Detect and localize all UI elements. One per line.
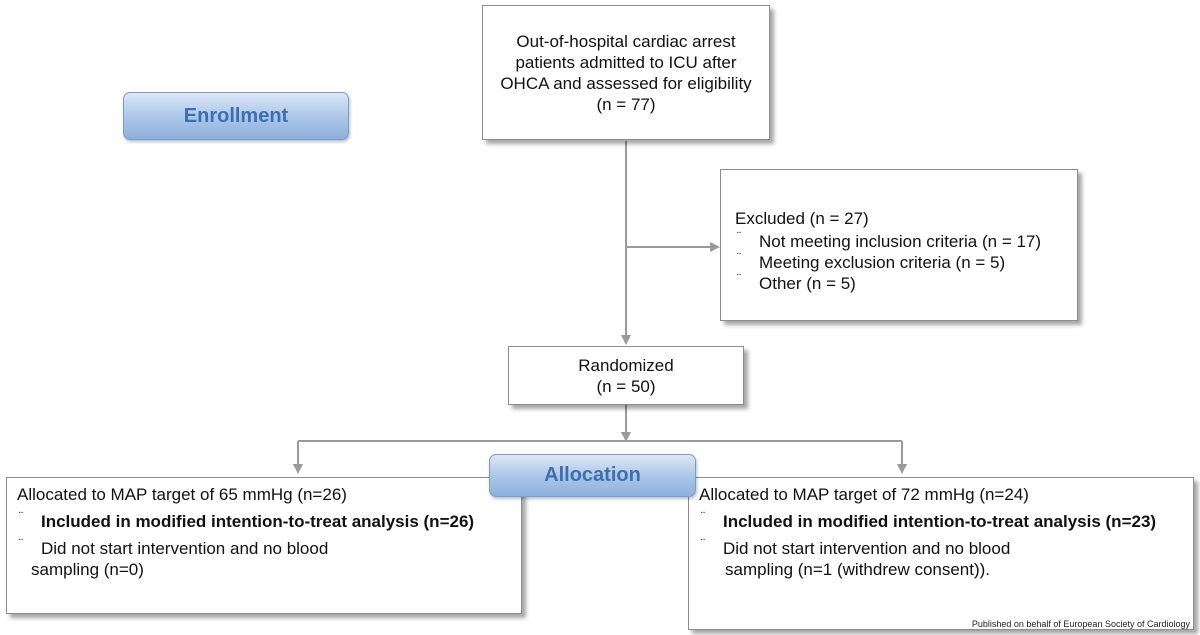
assessed-count: (n = 77) (596, 94, 656, 114)
arm-72-box: Allocated to MAP target of 72 mmHg (n=24… (688, 477, 1194, 630)
arm-65-item: ¨ Did not start intervention and no bloo… (17, 536, 511, 559)
allocation-stage-label: Allocation (489, 454, 696, 497)
arm-72-item-text: Included in modified intention-to-treat … (723, 512, 1157, 531)
excluded-item-text: Other (n = 5) (759, 274, 856, 293)
arm-72-item-text: Did not start intervention and no blood (723, 539, 1011, 558)
excluded-box: Excluded (n = 27) ¨ Not meeting inclusio… (720, 169, 1078, 321)
assessed-text: Out-of-hospital cardiac arrest patients … (500, 31, 752, 93)
bullet-icon: ¨ (19, 536, 23, 550)
arm-72-title: Allocated to MAP target of 72 mmHg (n=24… (699, 485, 1029, 504)
excluded-item-text: Meeting exclusion criteria (n = 5) (759, 253, 1006, 272)
enrollment-label: Enrollment (183, 104, 289, 127)
excluded-item: ¨ Not meeting inclusion criteria (n = 17… (735, 229, 1063, 252)
arm-65-item-continuation: sampling (n=0) (31, 560, 144, 579)
arm-65-item-text: Did not start intervention and no blood (41, 539, 329, 558)
excluded-item-text: Not meeting inclusion criteria (n = 17) (759, 232, 1042, 251)
allocation-label: Allocation (544, 464, 641, 486)
excluded-title: Excluded (n = 27) (735, 209, 869, 228)
bullet-icon: ¨ (19, 509, 23, 523)
assessed-box: Out-of-hospital cardiac arrest patients … (482, 5, 770, 140)
bullet-icon: ¨ (701, 536, 705, 550)
arm-72-item-continuation: sampling (n=1 (withdrew consent)). (725, 560, 991, 579)
randomized-count: (n = 50) (596, 376, 656, 396)
arm-72-item: ¨ Included in modified intention-to-trea… (699, 509, 1183, 532)
arm-65-item: ¨ Included in modified intention-to-trea… (17, 509, 511, 532)
arm-65-item-text: Included in modified intention-to-treat … (41, 512, 475, 531)
arm-72-item: ¨ Did not start intervention and no bloo… (699, 536, 1183, 559)
arm-65-title: Allocated to MAP target of 65 mmHg (n=26… (17, 485, 347, 504)
bullet-icon: ¨ (737, 271, 741, 285)
randomized-label: Randomized (578, 355, 674, 375)
publisher-footer: Published on behalf of European Society … (971, 619, 1190, 629)
randomized-box: Randomized (n = 50) (508, 346, 744, 405)
bullet-icon: ¨ (701, 509, 705, 523)
excluded-item: ¨ Meeting exclusion criteria (n = 5) (735, 250, 1063, 273)
bullet-icon: ¨ (737, 229, 741, 243)
bullet-icon: ¨ (737, 250, 741, 264)
enrollment-stage-label: Enrollment (123, 92, 349, 140)
arm-65-box: Allocated to MAP target of 65 mmHg (n=26… (6, 477, 522, 614)
excluded-item: ¨ Other (n = 5) (735, 271, 1063, 294)
